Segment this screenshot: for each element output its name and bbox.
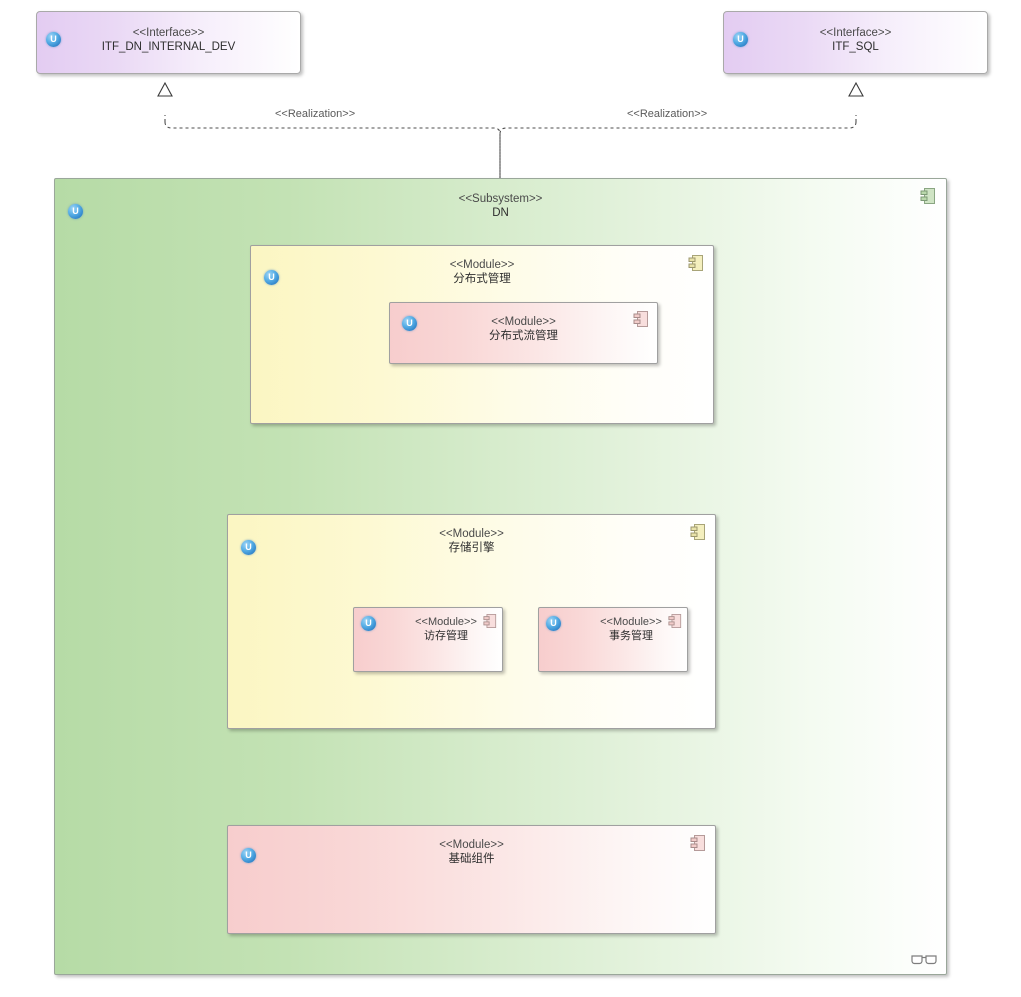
module-distributed-management[interactable]: <<Module>> 分布式管理 <<Module>> 分布式流管理 xyxy=(250,245,714,424)
component-icon xyxy=(920,188,935,204)
uml-u-icon xyxy=(241,848,256,863)
realization-left-label: <<Realization>> xyxy=(275,108,356,120)
subsystem-label: <<Subsystem>> DN xyxy=(55,192,946,221)
module-access-management[interactable]: <<Module>> 访存管理 xyxy=(353,607,503,672)
module-stereotype: <<Module>> xyxy=(439,839,504,851)
glasses-icon xyxy=(911,955,937,965)
component-icon xyxy=(483,614,497,628)
module-label: <<Module>> 分布式流管理 xyxy=(390,315,657,344)
realization-right-arrowhead xyxy=(848,81,864,97)
module-transaction-management[interactable]: <<Module>> 事务管理 xyxy=(538,607,688,672)
module-stereotype: <<Module>> xyxy=(449,259,515,271)
interface-name: ITF_SQL xyxy=(832,41,879,54)
uml-u-icon xyxy=(264,270,279,285)
uml-u-icon xyxy=(402,316,417,331)
interface-itf-sql[interactable]: <<Interface>> ITF_SQL xyxy=(723,11,988,74)
module-stereotype: <<Module>> xyxy=(491,316,556,328)
subsystem-name: DN xyxy=(492,207,509,220)
module-stereotype: <<Module>> xyxy=(600,616,662,628)
interface-stereotype: <<Interface>> xyxy=(132,27,205,39)
module-basic-components[interactable]: <<Module>> 基础组件 xyxy=(227,825,716,934)
module-label: <<Module>> 分布式管理 xyxy=(251,258,713,287)
module-label: <<Module>> 基础组件 xyxy=(228,838,715,867)
module-name: 分布式流管理 xyxy=(489,330,558,343)
module-stereotype: <<Module>> xyxy=(439,528,504,540)
subsystem-stereotype: <<Subsystem>> xyxy=(458,193,543,205)
interface-itf-dn-internal-dev[interactable]: <<Interface>> ITF_DN_INTERNAL_DEV xyxy=(36,11,301,74)
uml-u-icon xyxy=(46,32,61,47)
module-name: 分布式管理 xyxy=(453,273,511,286)
interface-label: <<Interface>> ITF_DN_INTERNAL_DEV xyxy=(37,26,300,55)
subsystem-dn[interactable]: <<Subsystem>> DN <<Module>> 分布式管理 xyxy=(54,178,947,975)
module-storage-engine[interactable]: <<Module>> 存储引擎 <<Module>> 访存管理 xyxy=(227,514,716,729)
component-icon xyxy=(668,614,682,628)
interface-stereotype: <<Interface>> xyxy=(819,27,892,39)
module-name: 基础组件 xyxy=(448,853,495,866)
component-icon xyxy=(688,255,703,271)
uml-u-icon xyxy=(733,32,748,47)
module-name: 存储引擎 xyxy=(448,542,495,555)
module-name: 访存管理 xyxy=(424,629,468,642)
component-icon xyxy=(690,835,705,851)
module-distributed-stream-management[interactable]: <<Module>> 分布式流管理 xyxy=(389,302,658,364)
module-stereotype: <<Module>> xyxy=(415,616,477,628)
realization-right-label: <<Realization>> xyxy=(627,108,708,120)
realization-left-arrowhead xyxy=(157,81,173,97)
component-icon xyxy=(690,524,705,540)
uml-u-icon xyxy=(68,204,83,219)
realization-left-path xyxy=(164,121,501,178)
module-label: <<Module>> 存储引擎 xyxy=(228,527,715,556)
module-name: 事务管理 xyxy=(609,629,653,642)
component-icon xyxy=(633,311,648,327)
module-label: <<Module>> 访存管理 xyxy=(354,616,536,644)
realization-right-path xyxy=(499,121,857,178)
interface-name: ITF_DN_INTERNAL_DEV xyxy=(101,41,236,54)
uml-u-icon xyxy=(361,616,376,631)
uml-u-icon xyxy=(241,540,256,555)
interface-label: <<Interface>> ITF_SQL xyxy=(724,26,987,55)
uml-u-icon xyxy=(546,616,561,631)
module-label: <<Module>> 事务管理 xyxy=(539,616,721,644)
